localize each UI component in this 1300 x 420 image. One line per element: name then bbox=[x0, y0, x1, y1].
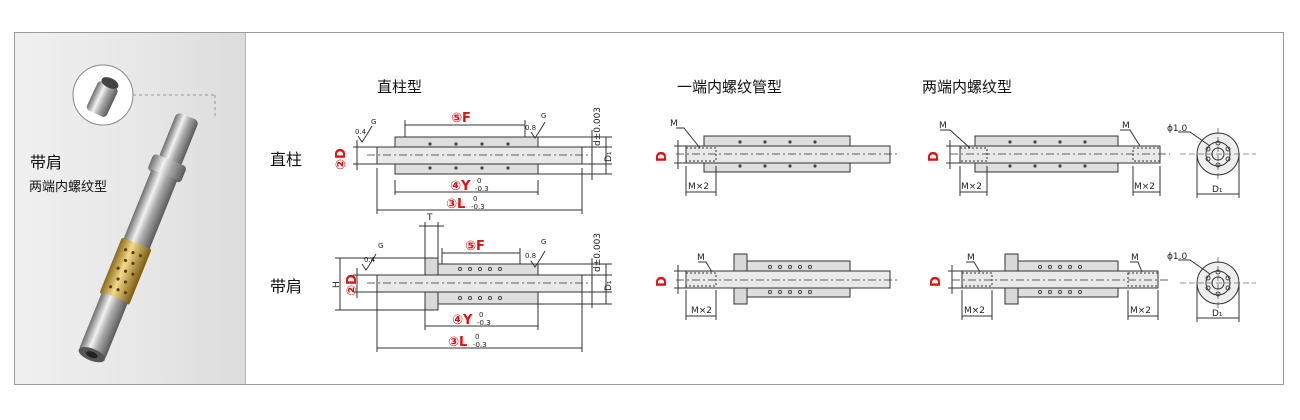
label-08-straight: 0.8 bbox=[525, 124, 536, 132]
label-G-left-shoulder: G bbox=[378, 242, 383, 250]
label-D-both-ends: D bbox=[927, 151, 942, 162]
label-M-left-both-ends-shoulder: M bbox=[967, 253, 975, 263]
drawing-one-end-tube-shoulder bbox=[674, 253, 900, 320]
product-photo bbox=[72, 64, 216, 363]
label-D-one-end: D bbox=[655, 151, 670, 162]
label-D-one-end-shoulder: D bbox=[655, 276, 670, 287]
label-Mx2-right-both-ends: M×2 bbox=[1134, 182, 1155, 192]
label-D1-both-ends-shoulder: D₁ bbox=[1212, 309, 1223, 319]
drawing-straight-pin bbox=[353, 120, 612, 214]
drawing-shoulder-pin bbox=[335, 222, 612, 352]
label-04-straight: 0.4 bbox=[355, 128, 367, 136]
label-d-tol-straight: d±0.003 bbox=[593, 107, 603, 146]
photo-subtitle: 两端内螺纹型 bbox=[29, 180, 108, 195]
label-F-shoulder: ⑤F bbox=[465, 239, 485, 254]
label-phi-both-ends: ϕ1.0 bbox=[1167, 124, 1188, 134]
label-M-one-end: M bbox=[670, 119, 678, 129]
label-Mx2-one-end-shoulder: M×2 bbox=[691, 306, 712, 316]
tol-upper-L-shoulder: 0 bbox=[475, 333, 479, 341]
tol-lower-L-shoulder: -0.3 bbox=[473, 341, 487, 349]
column-title-straight: 直柱型 bbox=[377, 78, 423, 96]
content-frame bbox=[14, 32, 1284, 385]
label-phi-both-ends-shoulder: ϕ1.0 bbox=[1167, 252, 1188, 262]
tol-lower-Y-shoulder: -0.3 bbox=[477, 319, 491, 327]
label-M-right-both-ends: M bbox=[1122, 121, 1130, 131]
label-D1-both-ends: D₁ bbox=[1212, 185, 1223, 195]
label-Mx2-one-end: M×2 bbox=[688, 182, 709, 192]
product-photo-panel: 带肩 两端内螺纹型 bbox=[15, 33, 246, 384]
label-Mx2-left-both-ends: M×2 bbox=[961, 182, 982, 192]
row-label-shoulder: 带肩 bbox=[270, 277, 303, 296]
label-Mx2-right-both-ends-shoulder: M×2 bbox=[1130, 306, 1151, 316]
column-title-one-end: 一端内螺纹管型 bbox=[677, 78, 783, 96]
label-08-shoulder: 0.8 bbox=[525, 252, 536, 260]
label-Y-straight: ④Y bbox=[450, 179, 471, 194]
drawing-one-end-tube bbox=[674, 127, 900, 196]
drawing-both-ends bbox=[940, 128, 1256, 198]
label-D-both-ends-shoulder: D bbox=[929, 276, 944, 287]
label-Y-shoulder: ④Y bbox=[452, 313, 473, 328]
label-H-shoulder: H bbox=[332, 281, 342, 288]
label-L-shoulder: ③L bbox=[448, 335, 467, 350]
label-L-straight: ③L bbox=[446, 197, 465, 212]
drawing-both-ends-shoulder bbox=[948, 253, 1256, 322]
label-G-left-straight: G bbox=[371, 118, 376, 126]
label-D1-shoulder: D₁ bbox=[604, 280, 614, 291]
label-G-right-straight: G bbox=[541, 112, 546, 120]
label-D-straight: ②D bbox=[334, 148, 349, 170]
label-D1-straight: D₁ bbox=[604, 151, 614, 162]
tol-lower-Y-straight: -0.3 bbox=[475, 185, 489, 193]
label-F-straight: ⑤F bbox=[451, 111, 471, 126]
tol-lower-L-straight: -0.3 bbox=[471, 203, 485, 211]
label-M-left-both-ends: M bbox=[939, 121, 947, 131]
column-title-both-ends: 两端内螺纹型 bbox=[922, 78, 1013, 96]
label-Mx2-left-both-ends-shoulder: M×2 bbox=[964, 306, 985, 316]
label-T-shoulder: T bbox=[426, 213, 433, 223]
row-label-straight: 直柱 bbox=[270, 150, 303, 169]
tol-upper-Y-straight: 0 bbox=[477, 177, 481, 185]
label-M-right-both-ends-shoulder: M bbox=[1131, 253, 1139, 263]
tol-upper-L-straight: 0 bbox=[473, 195, 477, 203]
label-M-one-end-shoulder: M bbox=[697, 253, 705, 263]
label-d-tol-shoulder: d±0.003 bbox=[593, 233, 603, 272]
photo-title: 带肩 bbox=[30, 153, 63, 172]
label-D-shoulder: ②D bbox=[345, 274, 360, 296]
label-G-right-shoulder: G bbox=[541, 238, 546, 246]
label-04-shoulder: 0.4 bbox=[364, 256, 376, 264]
tol-upper-Y-shoulder: 0 bbox=[479, 311, 483, 319]
